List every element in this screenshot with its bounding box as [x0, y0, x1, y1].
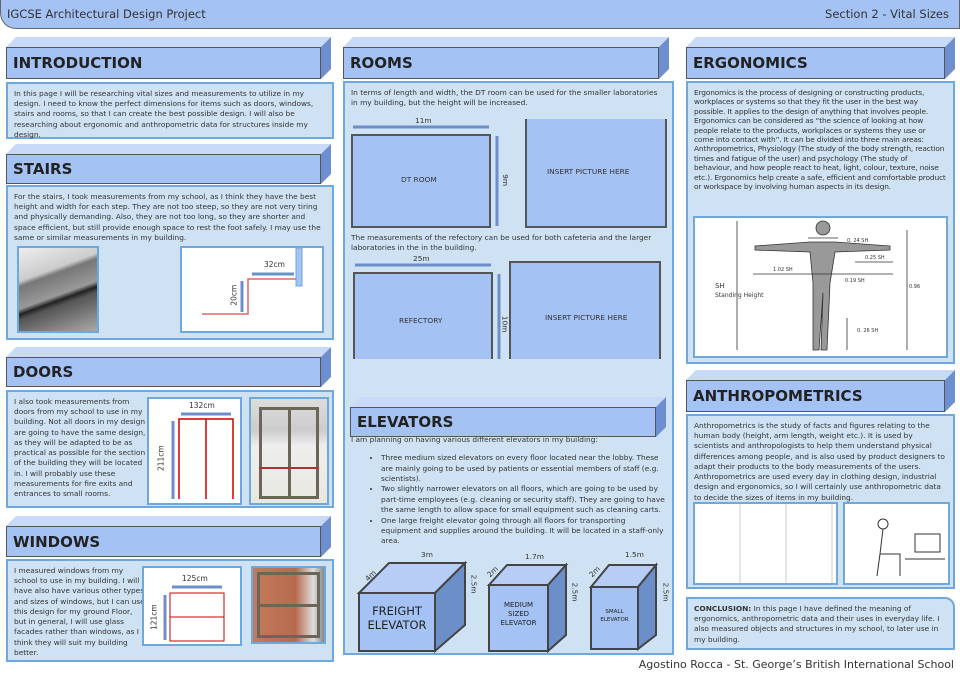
list-item: Two slightly narrower elevators on all f… [381, 484, 666, 515]
door-width-label: 132cm [189, 401, 215, 410]
stairs-photo [17, 246, 99, 333]
desk-posture-image [843, 502, 950, 585]
section-title: Section 2 - Vital Sizes [825, 7, 949, 21]
elevators-list: Three medium sized elevators on every fl… [351, 453, 666, 546]
freight-width: 3m [421, 550, 433, 559]
list-item: One large freight elevator going through… [381, 516, 666, 547]
measure-f: 0. 26 SH [857, 328, 879, 334]
dt-width-label: 11m [415, 116, 432, 125]
measure-b: 0.25 SH [865, 255, 885, 261]
door-height-label: 211cm [156, 445, 166, 472]
stairs-text: For the stairs, I took measurements from… [14, 192, 321, 242]
measure-e: 0.96 [909, 284, 921, 290]
freight-height: 2.5m [469, 574, 479, 594]
conclusion-body: In this page I have defined the meaning … [694, 604, 940, 644]
small-width: 1.5m [625, 550, 644, 559]
small-height: 2.5m [661, 582, 671, 602]
list-item: Three medium sized elevators on every fl… [381, 453, 666, 484]
windows-text: I measured windows from my school to use… [14, 566, 145, 657]
ergonomics-header: ERGONOMICS [686, 37, 955, 79]
elevator-diagrams [356, 560, 659, 653]
measure-c: 1.02 SH [773, 267, 793, 273]
measure-d: 0.19 SH [845, 278, 865, 284]
elevators-header: ELEVATORS [350, 397, 666, 437]
top-bar: IGCSE Architectural Design Project Secti… [0, 0, 960, 29]
window-width-label: 125cm [182, 574, 208, 583]
refectory-label: REFECTORY [399, 316, 443, 325]
medium-height: 2.5m [570, 582, 580, 602]
refectory-height-label: 10m [500, 315, 510, 333]
anthropometrics-box: Anthropometrics is the study of facts an… [686, 414, 955, 589]
elevators-content: I am planning on having various differen… [351, 435, 666, 547]
rooms-diagrams [351, 119, 667, 359]
doors-header: DOORS [6, 347, 331, 387]
rooms-elevators-box: In terms of length and width, the DT roo… [343, 81, 674, 655]
windows-box: I measured windows from my school to use… [6, 559, 334, 662]
doors-text: I also took measurements from doors from… [14, 397, 146, 498]
standing-height-figure: SH Standing Height 0. 24 SH 0.25 SH 1.02… [693, 216, 948, 358]
sh-label: SH [715, 282, 725, 290]
rooms-text-1: In terms of length and width, the DT roo… [351, 88, 658, 108]
project-title: IGCSE Architectural Design Project [7, 7, 206, 21]
stairs-diagram: 32cm 20cm [180, 246, 324, 333]
windows-header: WINDOWS [6, 516, 331, 557]
measure-a: 0. 24 SH [847, 238, 869, 244]
footer-author: Agostino Rocca - St. George’s British In… [638, 658, 954, 671]
ergonomics-box: Ergonomics is the process of designing o… [686, 81, 955, 364]
stairs-header: STAIRS [6, 144, 331, 184]
door-diagram: 132cm 211cm [147, 397, 242, 505]
stairs-box: For the stairs, I took measurements from… [6, 185, 334, 340]
medium-width: 1.7m [525, 552, 544, 561]
dt-placeholder: INSERT PICTURE HERE [547, 167, 630, 176]
door-photo [249, 397, 329, 505]
dt-height-label: 9m [501, 174, 511, 187]
elevators-intro: I am planning on having various differen… [351, 435, 598, 444]
introduction-header: INTRODUCTION [6, 37, 331, 79]
stairs-width-label: 32cm [264, 260, 285, 269]
conclusion-box: CONCLUSION: In this page I have defined … [686, 597, 955, 650]
conclusion-label: CONCLUSION: [694, 604, 752, 613]
ergonomics-text: Ergonomics is the process of designing o… [694, 88, 946, 191]
rooms-header: ROOMS [343, 37, 669, 79]
anthropometrics-text: Anthropometrics is the study of facts an… [694, 421, 945, 502]
refectory-width-label: 25m [413, 254, 430, 263]
anthropometric-chart-image [693, 502, 838, 585]
rooms-text-2: The measurements of the refectory can be… [351, 233, 652, 253]
stairs-height-label: 20cm [229, 284, 239, 306]
standing-height-label: Standing Height [715, 292, 764, 299]
doors-box: I also took measurements from doors from… [6, 390, 334, 508]
introduction-box: In this page I will be researching vital… [6, 82, 334, 139]
anthropometrics-header: ANTHROPOMETRICS [686, 370, 955, 412]
conclusion-text: CONCLUSION: In this page I have defined … [694, 604, 947, 645]
refectory-placeholder: INSERT PICTURE HERE [545, 313, 628, 322]
window-height-label: 121cm [149, 604, 159, 631]
introduction-text: In this page I will be researching vital… [14, 89, 314, 139]
window-photo [251, 566, 326, 644]
window-diagram: 125cm 121cm [142, 566, 242, 646]
dt-room-label: DT ROOM [401, 175, 437, 184]
